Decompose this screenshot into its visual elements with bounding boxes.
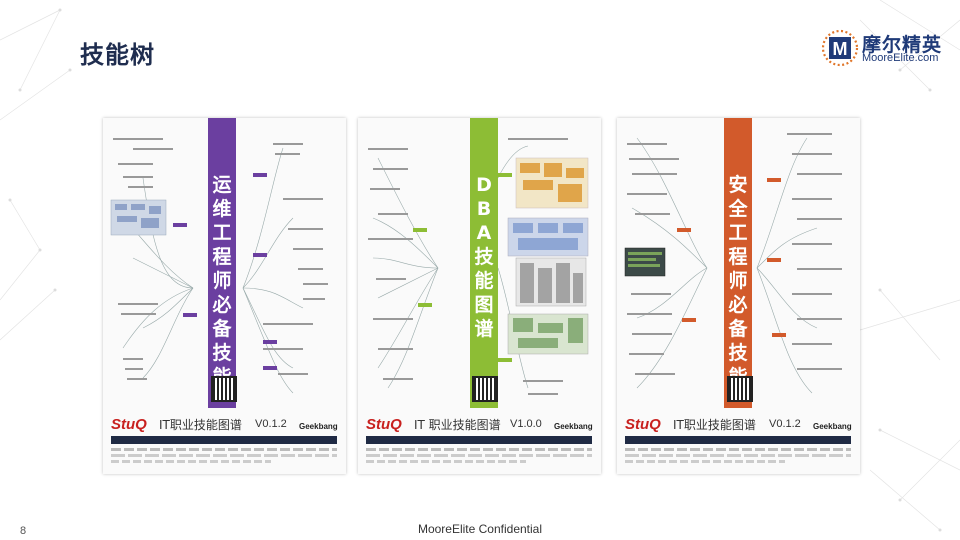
poster-vertical-title: 安全工程师必备技能 xyxy=(728,174,748,388)
fine-print xyxy=(111,448,337,451)
poster-title-band: 运维工程师必备技能 xyxy=(208,118,236,408)
description-bar xyxy=(111,436,337,444)
fine-print xyxy=(625,448,851,451)
poster-footer: StuQ IT职业技能图谱 V0.1.2 Geekbang xyxy=(111,414,338,470)
mindmap-image xyxy=(368,138,589,395)
poster-title-band: DBA技能图谱 xyxy=(470,118,498,408)
description-bar xyxy=(366,436,592,444)
brand-logo: StuQ xyxy=(625,416,661,433)
slide-title: 技能树 xyxy=(80,41,155,69)
mooreelite-logo: M 摩尔精英 MooreElite.com xyxy=(820,28,950,68)
confidential-footer: MooreElite Confidential xyxy=(417,522,543,536)
fine-print xyxy=(366,454,592,457)
partner-logo: Geekbang xyxy=(299,422,338,431)
brand-logo: StuQ xyxy=(366,416,402,433)
poster-vertical-title: 运维工程师必备技能 xyxy=(212,174,232,388)
poster-heading: IT 职业技能图谱 xyxy=(414,418,501,432)
fine-print xyxy=(111,454,337,457)
poster-version: V1.0.0 xyxy=(510,418,542,430)
poster-footer: StuQ IT 职业技能图谱 V1.0.0 Geekbang xyxy=(366,414,593,470)
poster-heading: IT职业技能图谱 xyxy=(159,418,242,432)
qr-code-icon xyxy=(472,376,498,402)
poster-footer: StuQ IT职业技能图谱 V0.1.2 Geekbang xyxy=(625,414,852,470)
poster-security-skill-map: 安全工程师必备技能 StuQ IT职业技能图谱 V0.1.2 Geekbang xyxy=(617,118,860,474)
partner-logo: Geekbang xyxy=(554,422,593,431)
qr-code-icon xyxy=(211,376,237,402)
poster-ops-skill-map: 运维工程师必备技能 StuQ IT职业技能图谱 V0.1.2 Geekbang xyxy=(103,118,346,474)
poster-heading: IT职业技能图谱 xyxy=(673,418,756,432)
page-number: 8 xyxy=(20,525,27,537)
poster-version: V0.1.2 xyxy=(769,418,801,430)
mindmap-image xyxy=(624,133,842,394)
logo-name: 摩尔精英 xyxy=(862,34,943,56)
description-bar xyxy=(625,436,851,444)
fine-print xyxy=(366,448,592,451)
logo-letter: M xyxy=(833,39,848,59)
fine-print xyxy=(625,454,851,457)
partner-logo: Geekbang xyxy=(813,422,852,431)
poster-title-band: 安全工程师必备技能 xyxy=(724,118,752,408)
brand-logo: StuQ xyxy=(111,416,147,433)
poster-dba-skill-map: DBA技能图谱 StuQ IT 职业技能图谱 V1.0.0 Geekbang xyxy=(358,118,601,474)
fine-print xyxy=(366,460,526,463)
poster-vertical-title: DBA技能图谱 xyxy=(474,174,494,340)
logo-url: MooreElite.com xyxy=(862,52,939,64)
poster-version: V0.1.2 xyxy=(255,418,287,430)
logo-mark-icon: M xyxy=(821,29,859,67)
fine-print xyxy=(625,460,785,463)
qr-code-icon xyxy=(727,376,753,402)
mindmap-image xyxy=(110,138,328,394)
fine-print xyxy=(111,460,271,463)
